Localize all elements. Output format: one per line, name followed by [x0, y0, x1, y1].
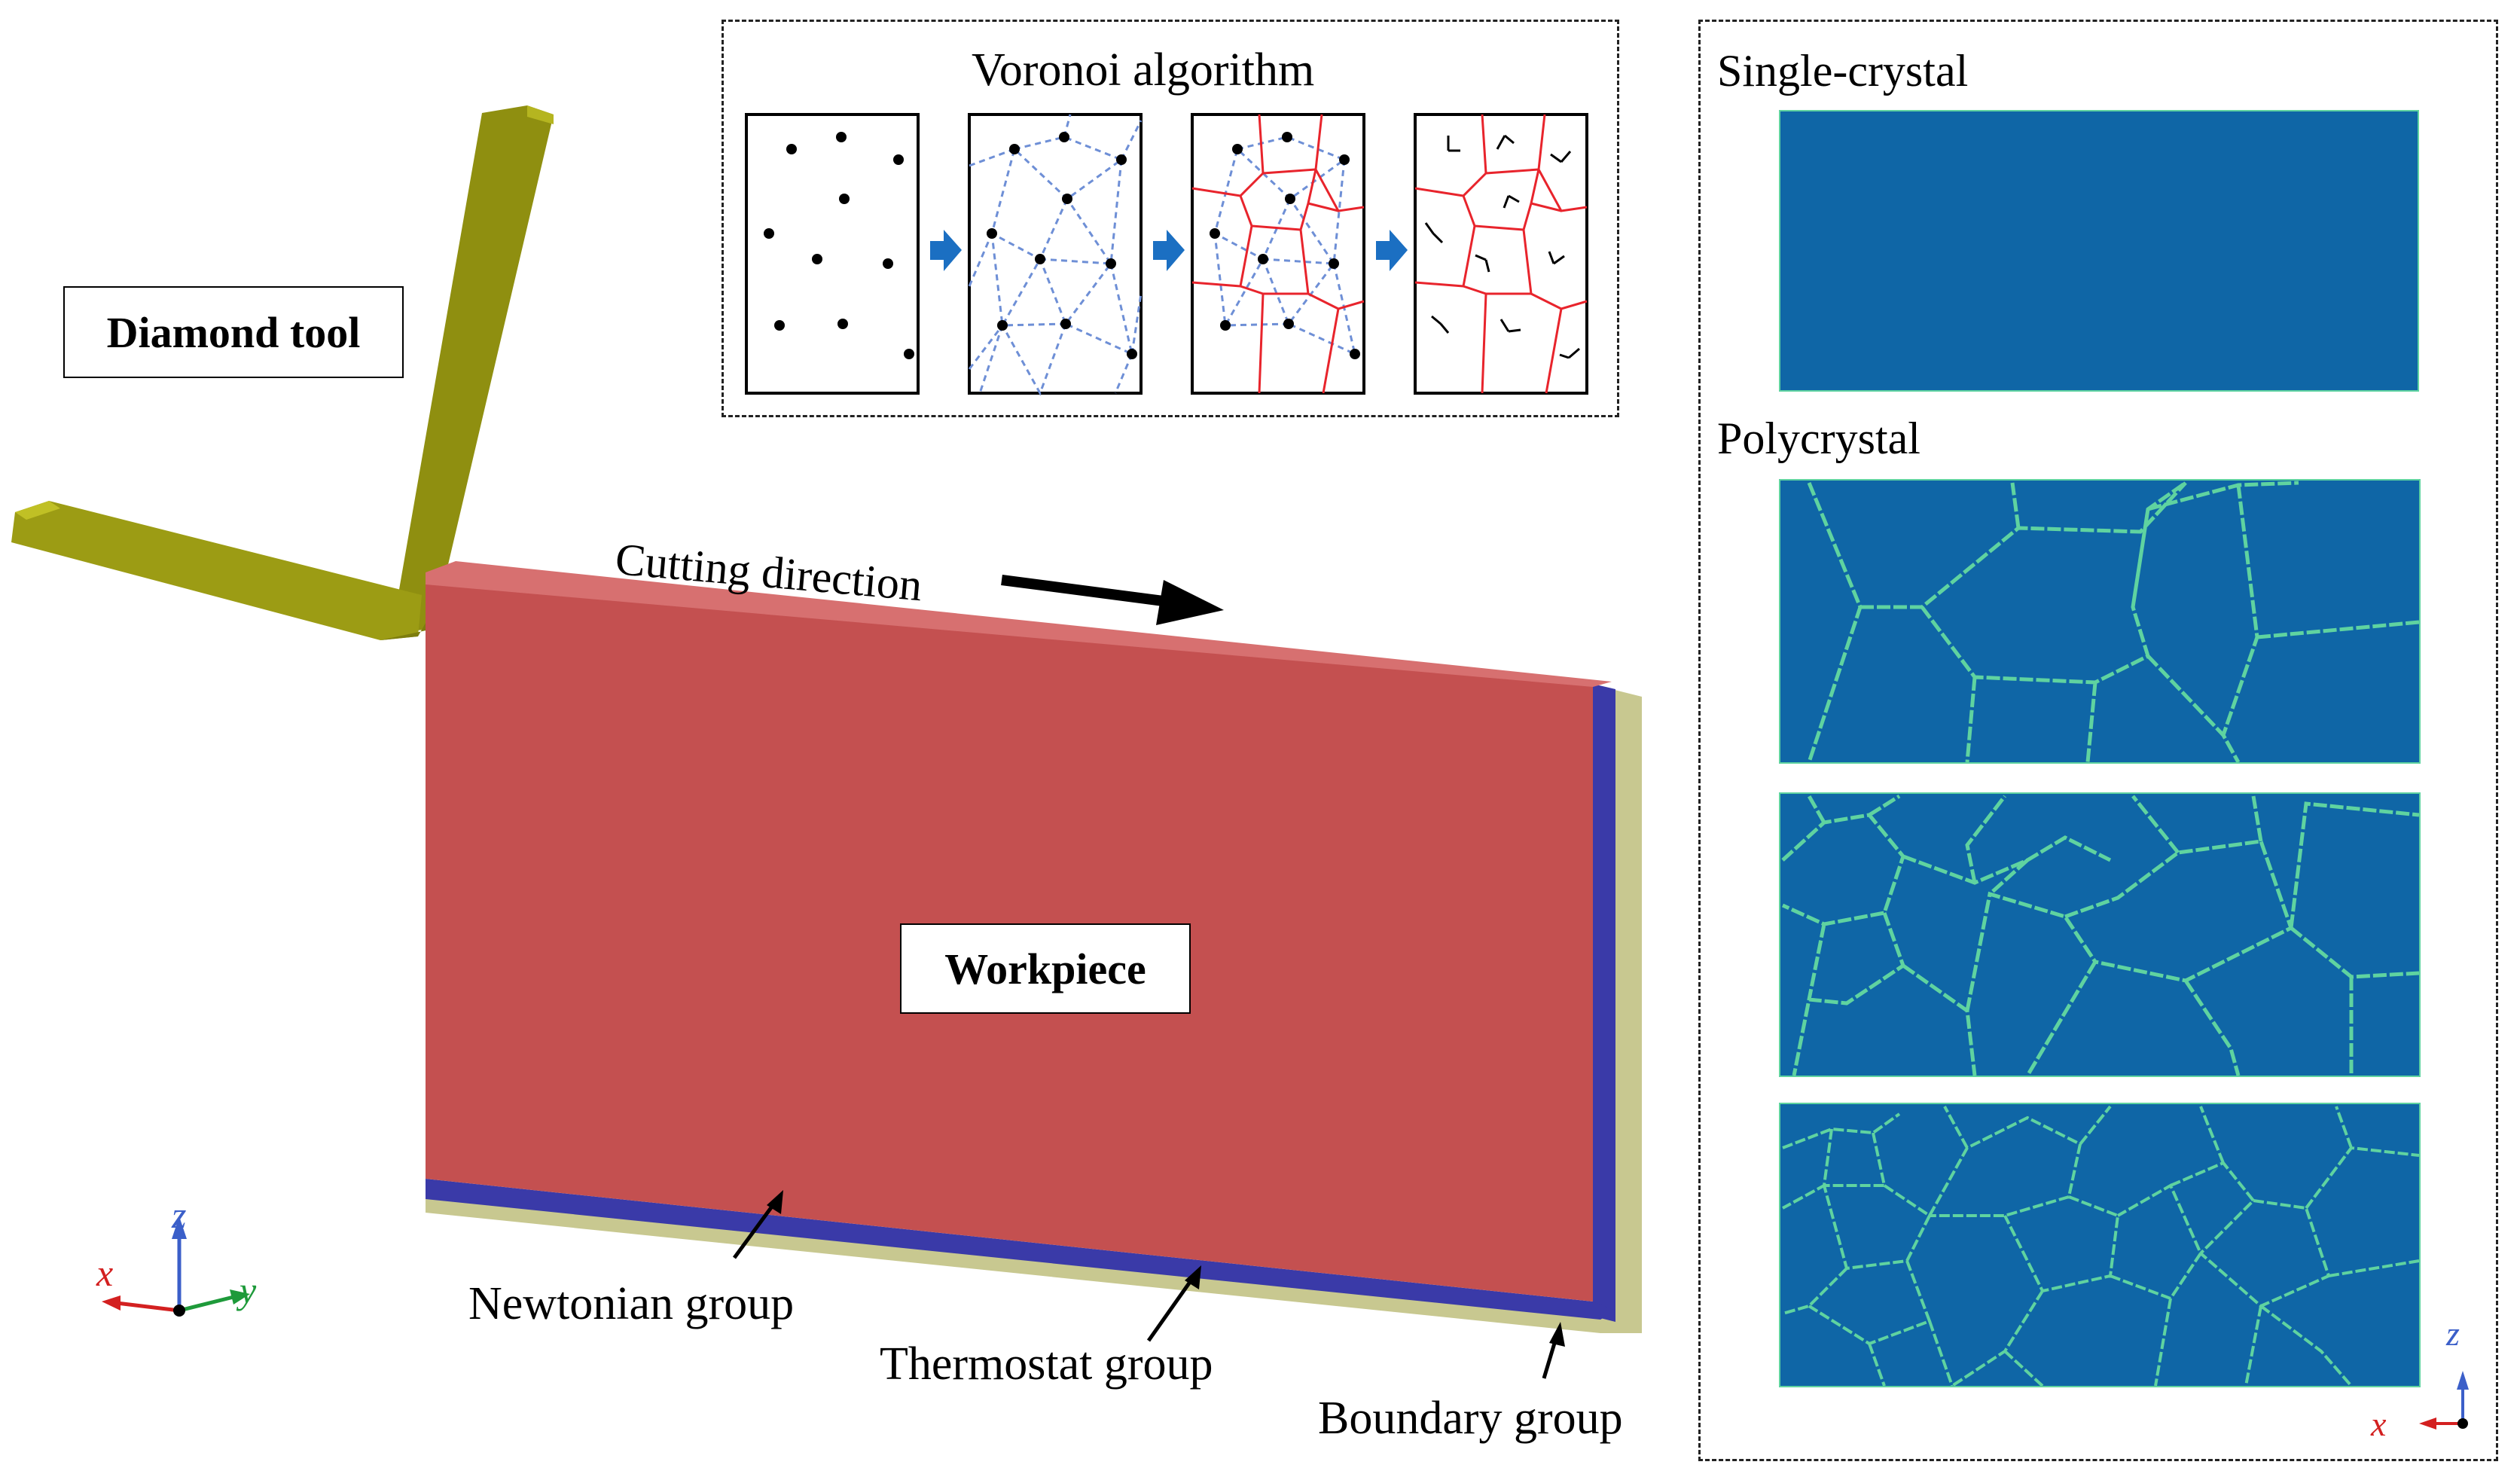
voronoi-panel: [722, 20, 1619, 417]
voronoi-step-orientations: [1414, 113, 1588, 395]
axis-z-left: z: [172, 1194, 187, 1236]
polycrystal-label: Polycrystal: [1717, 413, 1921, 463]
polycrystal-panel-1: [1779, 479, 2421, 765]
voronoi-step-cells: [1191, 113, 1365, 395]
polycrystal-panel-2: [1779, 792, 2421, 1077]
boundary-group-label: Boundary group: [1318, 1393, 1623, 1444]
voronoi-step-points: [745, 113, 920, 395]
voronoi-step-delaunay: [968, 113, 1143, 396]
step-arrow-3: [1376, 230, 1408, 271]
axis-x-right: x: [2371, 1405, 2387, 1443]
axis-triad-left: [102, 1216, 250, 1317]
diamond-tool-label: Diamond tool: [63, 286, 404, 378]
structures-panel: [1698, 20, 2498, 1461]
step-arrow-1: [930, 230, 962, 271]
workpiece-block: [426, 561, 1642, 1333]
workpiece-label: Workpiece: [900, 923, 1191, 1014]
voronoi-title: Voronoi algorithm: [972, 44, 1315, 96]
axis-z-right: z: [2446, 1314, 2460, 1353]
voronoi-steps: [745, 113, 1588, 396]
thermostat-group-label: Thermostat group: [880, 1338, 1213, 1390]
axis-x-left: x: [96, 1252, 114, 1294]
newtonian-group-label: Newtonian group: [468, 1278, 795, 1329]
single-crystal-label: Single-crystal: [1717, 46, 1969, 96]
step-arrow-2: [1153, 230, 1185, 271]
single-crystal-panel: [1779, 110, 2419, 392]
axis-triad-right: [2419, 1371, 2469, 1430]
thermostat-layer: [1593, 684, 1615, 1322]
polycrystal-panel-3: [1779, 1103, 2421, 1387]
axis-y-left: y: [239, 1269, 257, 1311]
diamond-tool: [11, 105, 554, 640]
